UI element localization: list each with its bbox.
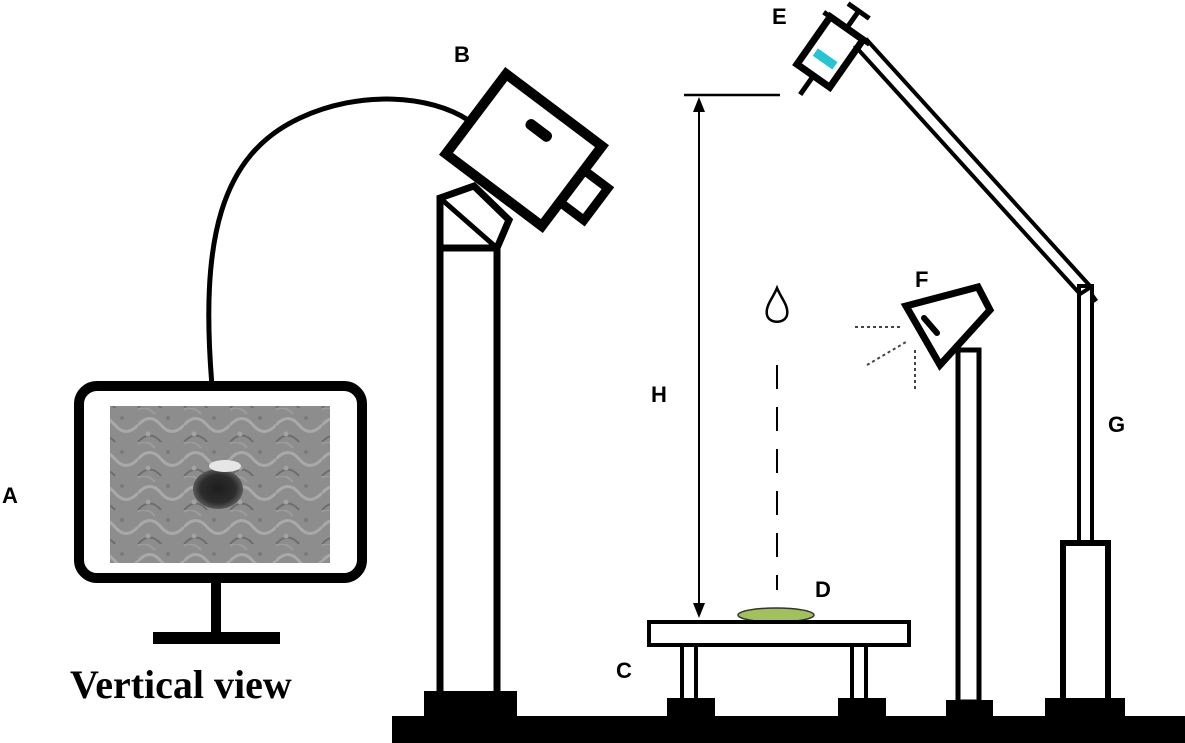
light-ray-2 — [866, 341, 907, 366]
droplet-icon — [765, 284, 789, 323]
syringe — [792, 1, 872, 97]
lamp-pole — [955, 347, 982, 705]
stand-base-column — [1060, 540, 1111, 706]
caption-vertical-view: Vertical view — [70, 662, 292, 707]
camera-cable — [206, 96, 470, 387]
light-source — [855, 282, 995, 718]
camera-stand-pole — [436, 244, 501, 700]
camera-stand-foot — [424, 691, 517, 718]
stand-pole — [1077, 284, 1094, 545]
table-top — [647, 620, 911, 647]
syringe-plunger-handle — [846, 1, 871, 21]
label-lamp: F — [915, 267, 928, 292]
monitor — [74, 381, 367, 644]
camera-stand — [424, 181, 517, 718]
height-indicator — [684, 93, 780, 618]
stand-joint — [1091, 290, 1098, 305]
stand-foot — [1045, 698, 1125, 718]
monitor-stand — [153, 632, 280, 644]
syringe-needle — [798, 74, 816, 97]
high-speed-camera — [438, 66, 615, 234]
label-sample: D — [815, 577, 831, 602]
table-foot-right — [838, 698, 886, 718]
height-arrow-bottom — [693, 603, 705, 618]
monitor-neck — [211, 578, 221, 633]
camera-lens — [553, 163, 615, 227]
table-leg-left — [680, 643, 698, 702]
camera-viewfinder — [525, 119, 553, 142]
label-monitor: A — [2, 483, 18, 508]
label-camera: B — [454, 42, 470, 67]
label-table: C — [616, 658, 632, 683]
syringe-flange — [822, 10, 872, 47]
ground-base — [392, 716, 1185, 743]
syringe-fluid — [812, 48, 838, 70]
camera-mount-diagonal — [438, 196, 499, 250]
label-stand: G — [1108, 412, 1125, 437]
height-arrow-top — [693, 97, 705, 112]
leaf-sample — [737, 607, 815, 623]
lamp-bulb-mark — [921, 315, 940, 336]
screen-droplet — [193, 469, 243, 509]
lamp-foot — [946, 700, 993, 718]
screen-droplet-highlight — [209, 460, 241, 472]
falling-droplet — [765, 284, 789, 590]
label-height: H — [651, 382, 667, 407]
camera-body — [438, 66, 610, 234]
lamp-head — [900, 282, 995, 371]
sample-table — [647, 607, 911, 718]
table-leg-right — [850, 643, 868, 702]
syringe-stand — [852, 37, 1125, 718]
syringe-plunger — [844, 9, 861, 30]
stand-arm — [852, 37, 1095, 297]
syringe-barrel — [792, 11, 868, 93]
camera-mount — [436, 181, 514, 252]
label-syringe: E — [772, 4, 787, 29]
table-foot-left — [667, 698, 715, 718]
